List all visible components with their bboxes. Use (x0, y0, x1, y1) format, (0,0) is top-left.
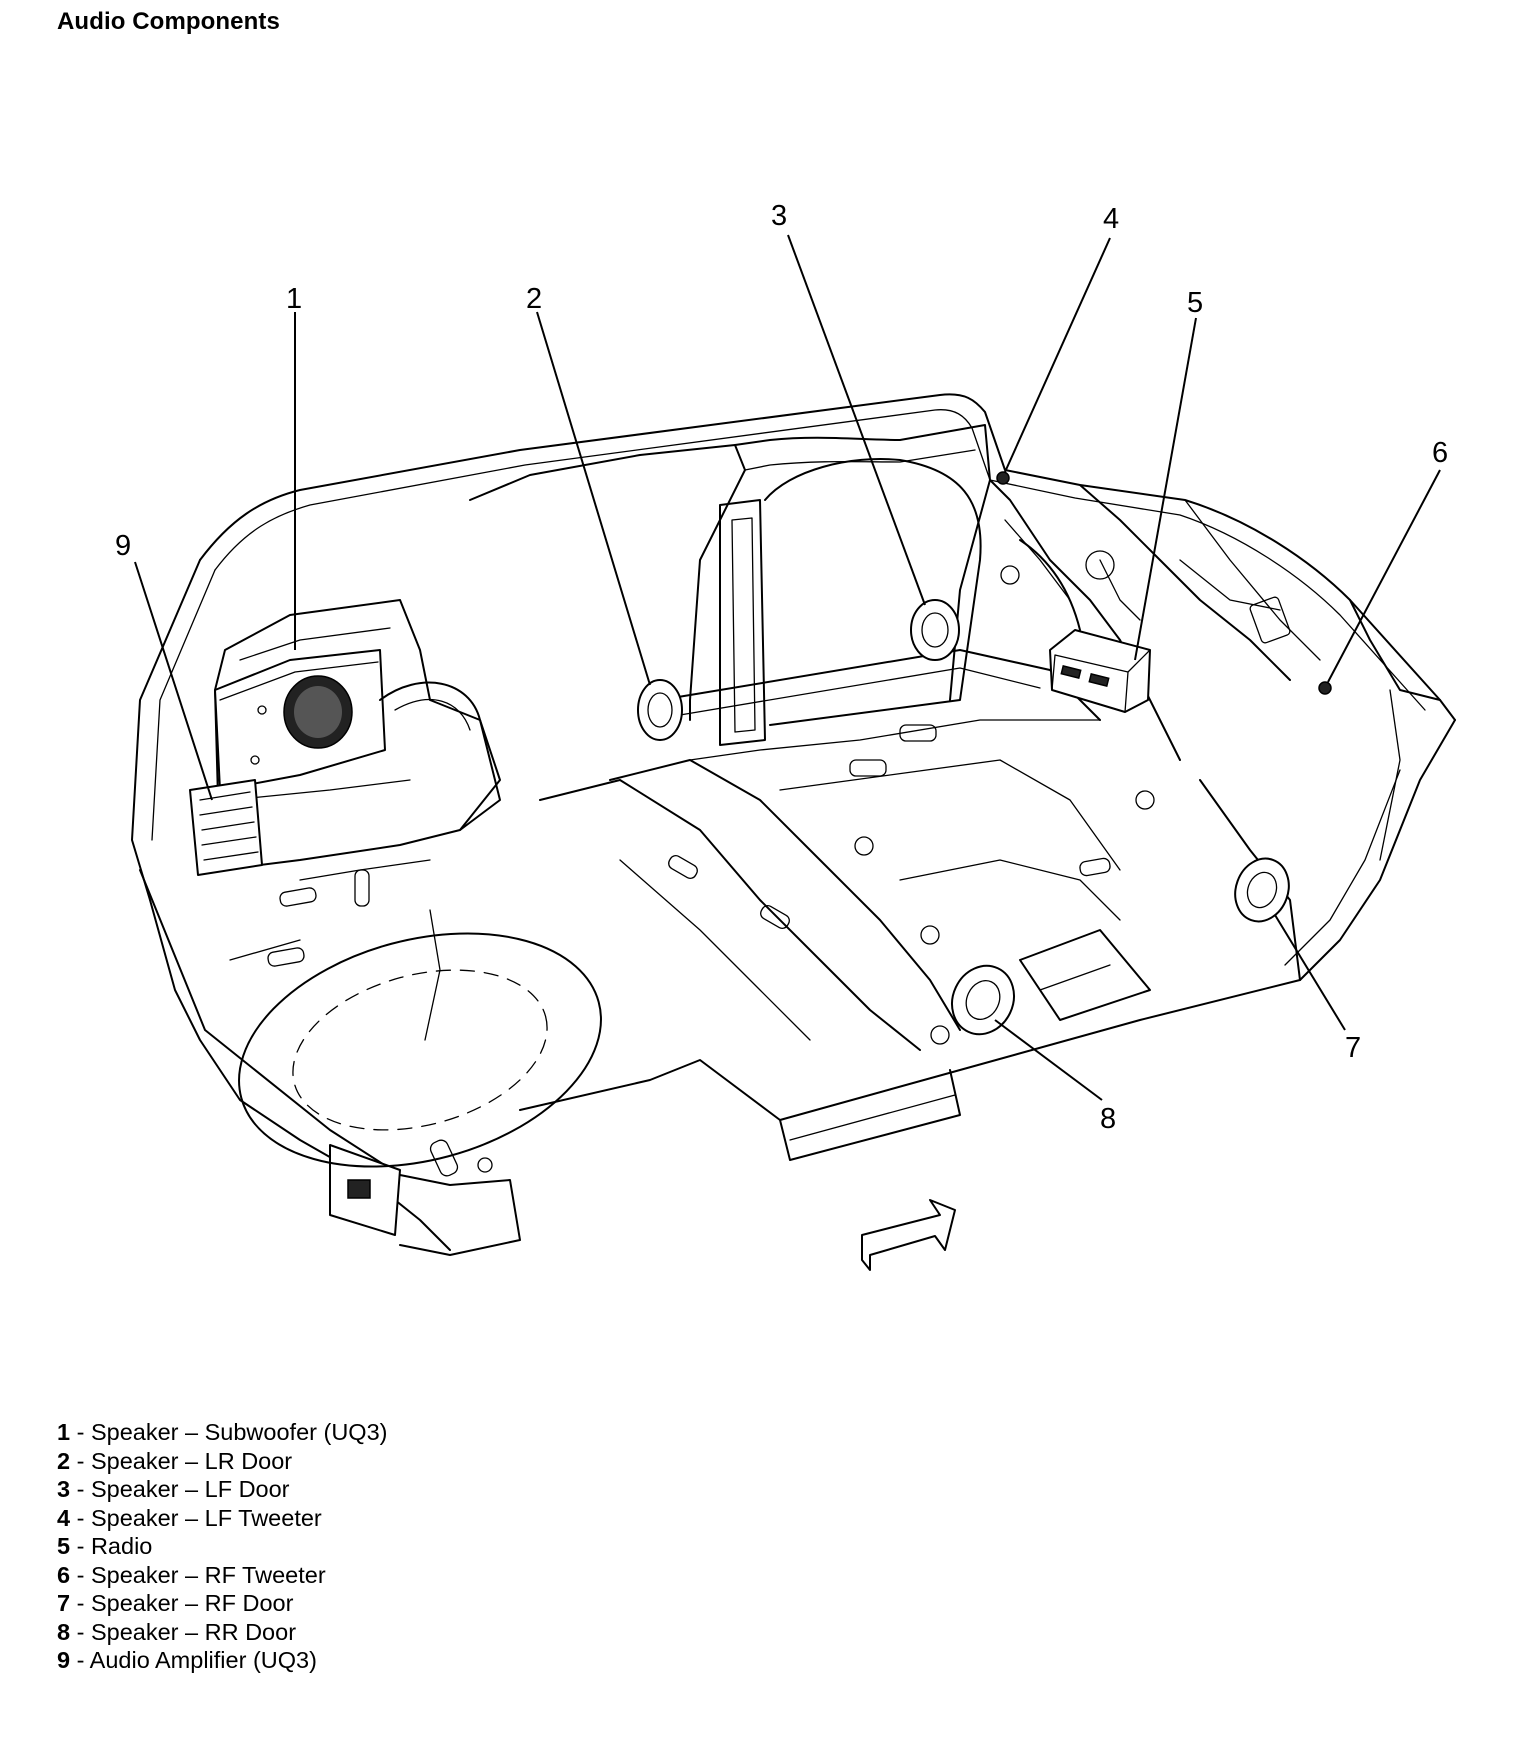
callout-2: 2 (526, 283, 542, 315)
legend-item: 1 - Speaker – Subwoofer (UQ3) (57, 1418, 387, 1447)
legend-item: 2 - Speaker – LR Door (57, 1447, 387, 1476)
callout-4: 4 (1103, 203, 1119, 235)
audio-amplifier (189, 779, 263, 876)
legend-text: - Speaker – RR Door (70, 1618, 297, 1645)
legend-item: 9 - Audio Amplifier (UQ3) (57, 1646, 387, 1675)
legend-number: 8 (57, 1618, 71, 1645)
legend-number: 6 (57, 1561, 71, 1588)
callout-8: 8 (1100, 1103, 1116, 1135)
callout-numbers: 1 2 3 4 5 6 7 8 9 (115, 200, 1448, 1135)
legend-number: 9 (57, 1647, 71, 1673)
legend-item: 6 - Speaker – RF Tweeter (57, 1561, 387, 1590)
legend-number: 3 (57, 1476, 71, 1502)
legend-text: - Speaker – LF Door (70, 1476, 290, 1502)
components (189, 471, 1332, 1271)
lr-door-speaker (637, 679, 683, 741)
rr-door-speaker (951, 964, 1015, 1036)
callout-5: 5 (1187, 287, 1203, 319)
callout-6: 6 (1432, 437, 1448, 469)
legend-item: 4 - Speaker – LF Tweeter (57, 1504, 387, 1533)
legend-item: 7 - Speaker – RF Door (57, 1589, 387, 1618)
lf-tweeter (996, 471, 1010, 485)
legend-number: 7 (57, 1590, 71, 1616)
legend-number: 5 (57, 1533, 71, 1559)
rf-door-speaker (1234, 857, 1290, 923)
rf-tweeter (1318, 681, 1332, 695)
legend-number: 2 (57, 1447, 71, 1474)
legend-item: 8 - Speaker – RR Door (57, 1618, 387, 1647)
legend-text: - Speaker – LR Door (70, 1447, 293, 1474)
legend-text: - Speaker – LF Tweeter (70, 1504, 322, 1531)
legend-text: - Speaker – Subwoofer (UQ3) (70, 1419, 388, 1445)
legend-item: 5 - Radio (57, 1532, 387, 1561)
legend-number: 4 (57, 1504, 71, 1531)
component-legend: 1 - Speaker – Subwoofer (UQ3) 2 - Speake… (57, 1418, 387, 1675)
legend-text: - Radio (70, 1533, 153, 1559)
legend-item: 3 - Speaker – LF Door (57, 1475, 387, 1504)
interior-structure (214, 424, 1321, 1177)
lf-door-speaker (910, 599, 960, 661)
callout-1: 1 (286, 283, 302, 315)
legend-text: - Audio Amplifier (UQ3) (70, 1647, 317, 1673)
callout-9: 9 (115, 530, 131, 562)
leader-lines (134, 234, 1441, 1101)
legend-number: 1 (57, 1419, 71, 1445)
direction-arrow-icon (861, 1199, 956, 1271)
callout-3: 3 (771, 200, 787, 232)
legend-text: - Speaker – RF Door (70, 1590, 294, 1616)
legend-text: - Speaker – RF Tweeter (70, 1561, 326, 1588)
page-title: Audio Components (57, 8, 280, 35)
callout-7: 7 (1345, 1032, 1361, 1064)
vehicle-body (131, 393, 1456, 1256)
